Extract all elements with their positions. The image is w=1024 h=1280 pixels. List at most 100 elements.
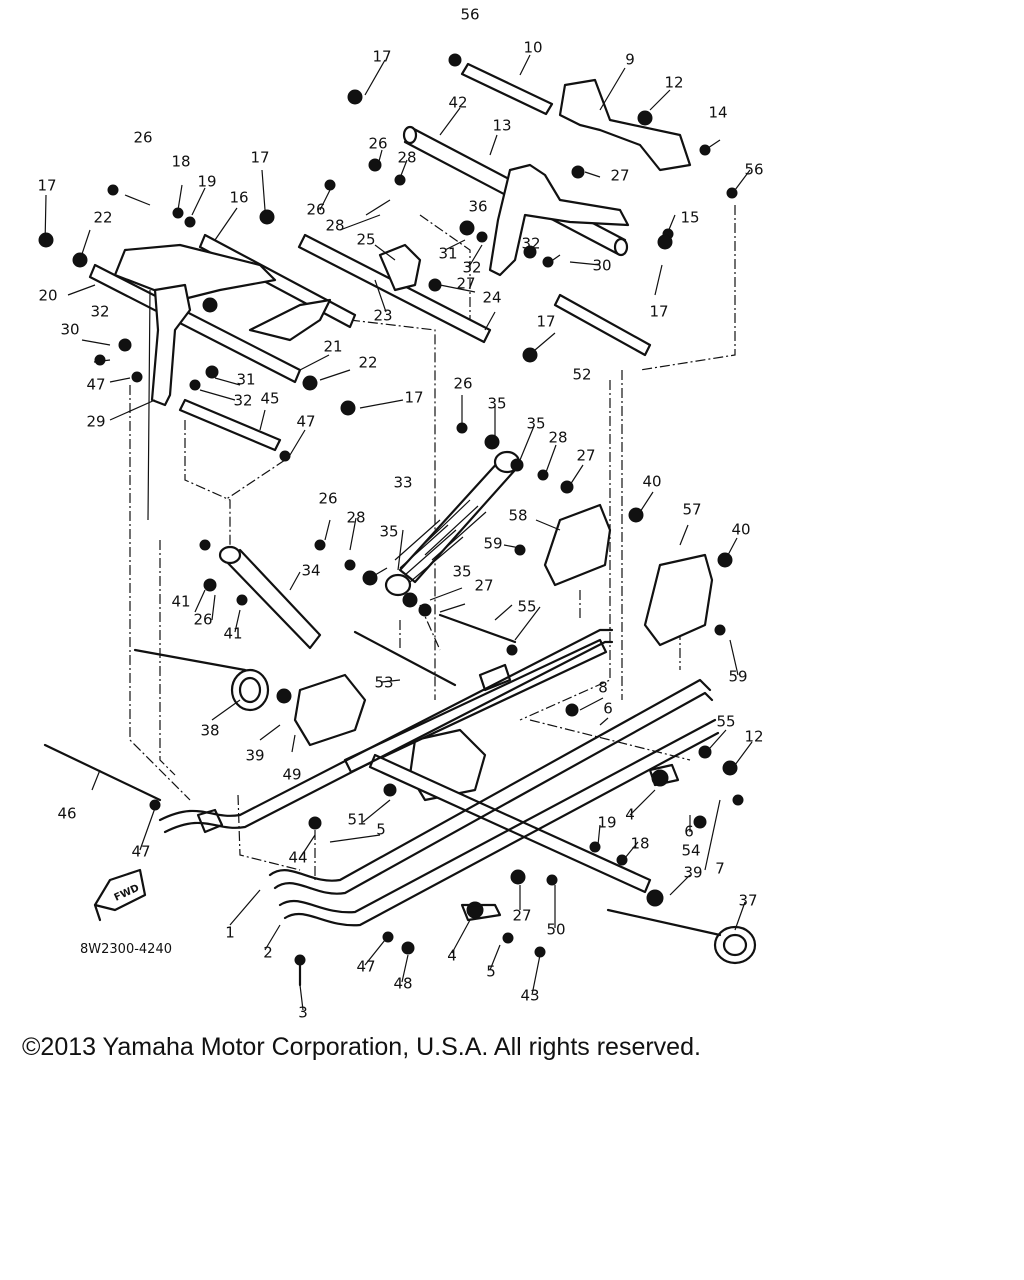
callout-label: 19 <box>197 173 216 191</box>
callout-label: 40 <box>731 521 750 539</box>
callout-label: 39 <box>683 864 702 882</box>
callout-label: 27 <box>512 907 531 925</box>
callout-label: 25 <box>356 231 375 249</box>
diagram-part-code: 8W2300-4240 <box>80 942 172 957</box>
callout-label: 27 <box>576 447 595 465</box>
callout-label: 39 <box>245 747 264 765</box>
callout-label: 33 <box>393 474 412 492</box>
callout-label: 26 <box>193 611 212 629</box>
callout-label: 55 <box>716 713 735 731</box>
callout-label: 4 <box>447 947 457 965</box>
callout-label: 26 <box>453 375 472 393</box>
callout-label: 18 <box>171 153 190 171</box>
callout-label: 53 <box>374 674 393 692</box>
callout-label: 34 <box>301 562 320 580</box>
callout-label: 22 <box>93 209 112 227</box>
callout-label: 54 <box>681 842 700 860</box>
callout-label: 47 <box>356 958 375 976</box>
callout-label: 26 <box>318 490 337 508</box>
copyright-notice: ©2013 Yamaha Motor Corporation, U.S.A. A… <box>22 1033 701 1061</box>
callout-label: 5 <box>376 821 386 839</box>
callout-label: 24 <box>482 289 501 307</box>
callout-label: 16 <box>229 189 248 207</box>
callout-label: 2 <box>263 944 273 962</box>
callout-label: 36 <box>468 198 487 216</box>
callout-label: 45 <box>260 390 279 408</box>
callout-label: 28 <box>346 509 365 527</box>
callout-label: 12 <box>744 728 763 746</box>
callout-label: 35 <box>379 523 398 541</box>
callout-label: 37 <box>738 892 757 910</box>
callout-label: 35 <box>526 415 545 433</box>
callout-label: 12 <box>664 74 683 92</box>
callout-label: 43 <box>520 987 539 1005</box>
callout-label: 17 <box>404 389 423 407</box>
callout-label: 30 <box>592 257 611 275</box>
callout-label: 59 <box>483 535 502 553</box>
callout-label: 57 <box>682 501 701 519</box>
callout-label: 23 <box>373 307 392 325</box>
callout-label: 28 <box>397 149 416 167</box>
callout-label: 7 <box>715 860 725 878</box>
callout-label: 35 <box>487 395 506 413</box>
callout-label: 31 <box>236 371 255 389</box>
callout-label: 32 <box>233 392 252 410</box>
callout-label: 8 <box>598 679 608 697</box>
callout-label: 26 <box>306 201 325 219</box>
fwd-arrow-icon <box>93 868 147 922</box>
callout-label: 38 <box>200 722 219 740</box>
callout-label: 32 <box>90 303 109 321</box>
callout-label: 17 <box>372 48 391 66</box>
callout-label: 9 <box>625 51 635 69</box>
callout-label: 52 <box>572 366 591 384</box>
callout-label: 29 <box>86 413 105 431</box>
exploded-view-linework <box>38 53 757 1011</box>
callout-label: 58 <box>508 507 527 525</box>
callout-label: 56 <box>460 6 479 24</box>
callout-label: 32 <box>462 259 481 277</box>
callout-label: 50 <box>546 921 565 939</box>
callout-label: 35 <box>452 563 471 581</box>
callout-label: 30 <box>60 321 79 339</box>
callout-label: 47 <box>296 413 315 431</box>
callout-label: 46 <box>57 805 76 823</box>
callout-label: 18 <box>630 835 649 853</box>
callout-label: 15 <box>680 209 699 227</box>
callout-label: 41 <box>171 593 190 611</box>
callout-label: 51 <box>347 811 366 829</box>
callout-label: 56 <box>744 161 763 179</box>
callout-label: 19 <box>597 814 616 832</box>
callout-label: 6 <box>684 823 694 841</box>
parts-diagram: 5610917121442132628275626181917161726361… <box>37 6 763 1022</box>
callout-label: 26 <box>368 135 387 153</box>
callout-label: 10 <box>523 39 542 57</box>
callout-label: 59 <box>728 668 747 686</box>
callout-label: 48 <box>393 975 412 993</box>
callout-label: 42 <box>448 94 467 112</box>
callout-label: 41 <box>223 625 242 643</box>
callout-label: 28 <box>325 217 344 235</box>
callout-label: 32 <box>521 235 540 253</box>
callout-label: 40 <box>642 473 661 491</box>
callout-label: 14 <box>708 104 727 122</box>
callout-label: 47 <box>86 376 105 394</box>
callout-label: 17 <box>37 177 56 195</box>
callout-label: 44 <box>288 849 307 867</box>
callout-label: 22 <box>358 354 377 372</box>
callout-label: 31 <box>438 245 457 263</box>
callout-label: 17 <box>649 303 668 321</box>
callout-label: 27 <box>610 167 629 185</box>
callout-label: 21 <box>323 338 342 356</box>
callout-label: 55 <box>517 598 536 616</box>
callout-label: 1 <box>225 924 235 942</box>
callout-label: 47 <box>131 843 150 861</box>
callout-label: 26 <box>133 129 152 147</box>
callout-label: 27 <box>456 275 475 293</box>
callout-label: 5 <box>486 963 496 981</box>
callout-label: 49 <box>282 766 301 784</box>
callout-label: 28 <box>548 429 567 447</box>
callout-label: 17 <box>250 149 269 167</box>
callout-label: 20 <box>38 287 57 305</box>
callout-label: 13 <box>492 117 511 135</box>
